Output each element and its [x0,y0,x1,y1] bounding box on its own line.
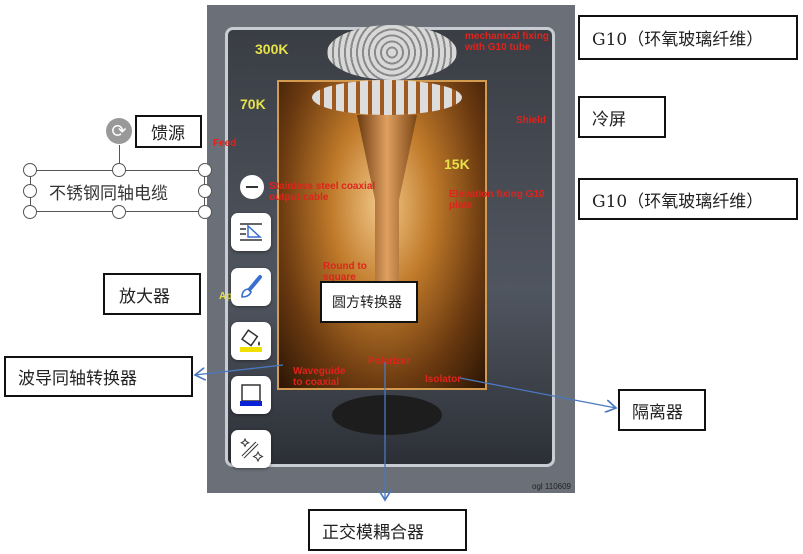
label-300k: 300K [255,41,289,57]
label-box-round-square[interactable]: 圆方转换器 [320,281,418,323]
collapse-toolbar-button[interactable] [240,175,264,199]
resize-handle-br[interactable] [198,205,212,219]
label-isolator: Isolator [425,374,462,385]
label-cable: Stainless steel coaxial output cable [269,181,376,203]
fill-button[interactable] [231,322,271,360]
label-box-omt[interactable]: 正交模耦合器 [308,509,467,551]
arrow-waveguide[interactable] [195,364,284,375]
label-box-isolator[interactable]: 隔离器 [618,389,706,431]
label-amp: Ap [219,291,233,302]
rotate-handle-icon[interactable]: ⟳ [106,118,132,144]
label-70k: 70K [240,96,266,112]
label-feed: Feed [213,138,237,149]
label-box-g10-mid[interactable]: G10（环氧玻璃纤维） [578,178,798,220]
magic-button[interactable] [231,430,271,468]
minus-icon [246,186,258,188]
fill-bucket-icon [240,329,262,352]
layout-icon [240,223,262,241]
magic-wand-icon [240,437,264,462]
label-wg: Waveguide to coaxial [293,366,346,388]
label-mech: mechanical fixing with G10 tube [465,31,549,53]
label-box-cold-shield[interactable]: 冷屏 [578,96,666,138]
resize-handle-tr[interactable] [198,163,212,177]
arrow-isolator[interactable] [459,377,616,408]
cryostat-photo: 300K 70K 15K Feed Shield mechanical fixi… [207,5,575,493]
label-15k: 15K [444,156,470,172]
layout-button[interactable] [231,213,271,251]
brush-icon [241,275,262,298]
rotate-stem [119,145,120,170]
label-box-feed[interactable]: 馈源 [135,115,202,148]
label-box-amplifier[interactable]: 放大器 [103,273,201,315]
photo-stamp: ogl 110609 [532,482,571,491]
frame-color-icon [240,384,262,406]
resize-handle-tl[interactable] [23,163,37,177]
photo-base [332,395,442,435]
label-box-g10-top[interactable]: G10（环氧玻璃纤维） [578,15,798,60]
photo-g10-ring-lower [312,80,462,115]
resize-handle-b[interactable] [112,205,126,219]
photo-g10-ring [327,25,457,80]
label-shield: Shield [516,115,547,126]
label-round: Round to square [323,261,367,283]
label-polarizer: Polarizer [368,356,411,367]
resize-handle-bl[interactable] [23,205,37,219]
resize-handle-r[interactable] [198,184,212,198]
brush-button[interactable] [231,268,271,306]
resize-handle-t[interactable] [112,163,126,177]
resize-handle-l[interactable] [23,184,37,198]
frame-button[interactable] [231,376,271,414]
label-box-waveguide-coax[interactable]: 波导同轴转换器 [4,356,193,397]
label-elev: Elevation fixing G10 plate [449,189,545,211]
